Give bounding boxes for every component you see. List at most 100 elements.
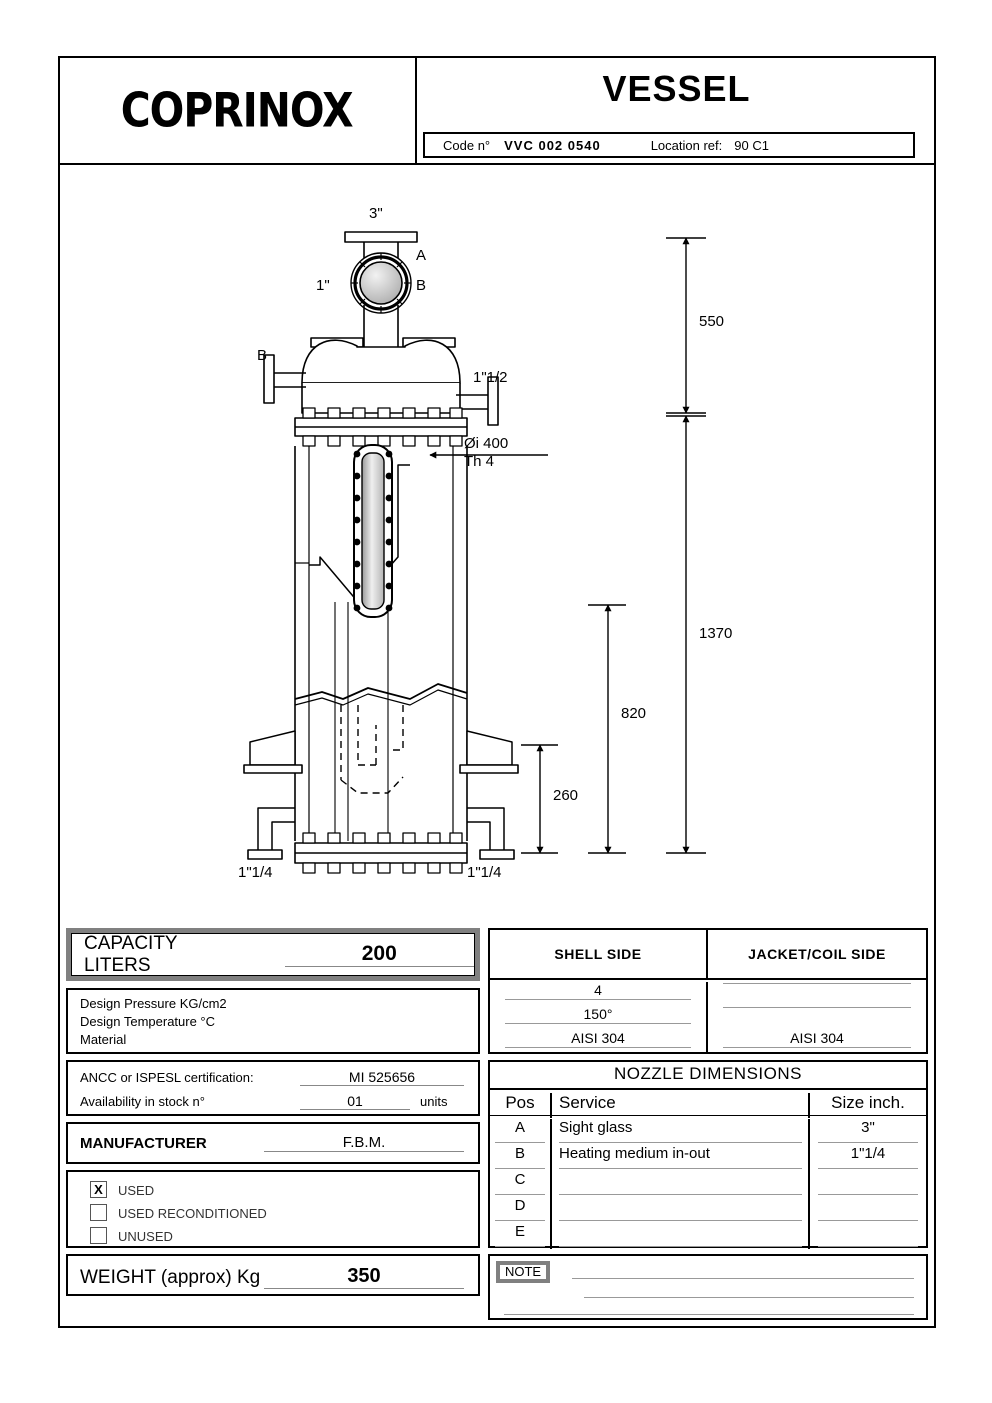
weight-label: WEIGHT (approx) Kg <box>80 1267 261 1288</box>
nozzle-pos: D <box>495 1197 545 1221</box>
certification-box: ANCC or ISPESL certification: MI 525656 … <box>66 1060 480 1116</box>
nozzle-service: Sight glass <box>559 1119 802 1143</box>
nozzle-service <box>559 1171 802 1195</box>
label-nozzle-a: A <box>416 247 427 264</box>
sheet-frame <box>58 56 936 1328</box>
table-row: C <box>490 1171 926 1197</box>
location-value: 90 C1 <box>734 137 769 153</box>
title-block-header <box>58 56 936 165</box>
design-temperature-label: Design Temperature °C <box>80 1014 216 1029</box>
material-label: Material <box>80 1032 127 1047</box>
column-header-service: Service <box>552 1093 810 1118</box>
manufacturer-label: MANUFACTURER <box>80 1135 207 1152</box>
label-size-1in: 1" <box>316 277 330 294</box>
design-conditions-box: Design Pressure KG/cm2 Design Temperatur… <box>66 988 480 1054</box>
stock-units-label: units <box>420 1094 448 1109</box>
shell-temperature-value: 150° <box>505 1006 691 1024</box>
label-thickness: Th 4 <box>464 453 495 470</box>
dimension-550: 550 <box>699 313 725 330</box>
shell-material-value: AISI 304 <box>505 1030 691 1048</box>
shell-material-cell: AISI 304 <box>490 1030 708 1054</box>
note-line-1[interactable] <box>572 1278 914 1279</box>
nozzle-size: 1"1/4 <box>818 1145 918 1169</box>
design-pressure-label: Design Pressure KG/cm2 <box>80 996 227 1011</box>
code-label: Code n° <box>443 137 491 153</box>
jacket-side-header: JACKET/COIL SIDE <box>708 930 926 980</box>
certification-value: MI 525656 <box>300 1069 464 1086</box>
label-diameter: Øi 400 <box>464 435 509 452</box>
stock-value: 01 <box>300 1093 410 1110</box>
vessel-drawing: 3" A B 1" B 1"1/2 Øi 400 Th 4 1"1/4 1"1/… <box>58 165 936 920</box>
nozzle-table-header: Pos Service Size inch. <box>490 1088 926 1118</box>
column-header-pos: Pos <box>490 1093 552 1118</box>
nozzle-pos: C <box>495 1171 545 1195</box>
manufacturer-value: F.B.M. <box>264 1134 464 1152</box>
vessel-svg <box>243 231 706 874</box>
nozzle-pos: E <box>495 1223 545 1247</box>
checkbox-used-reconditioned-label: USED RECONDITIONED <box>118 1206 267 1221</box>
nozzle-size <box>818 1197 918 1221</box>
nozzle-dimensions-table: NOZZLE DIMENSIONS Pos Service Size inch.… <box>488 1060 928 1249</box>
weight-box: WEIGHT (approx) Kg 350 <box>66 1254 480 1296</box>
code-value: VVC 002 0540 <box>504 137 601 153</box>
column-header-size: Size inch. <box>831 1093 905 1112</box>
specification-tables: CAPACITY LITERS 200 Design Pressure KG/c… <box>58 920 936 1328</box>
capacity-box: CAPACITY LITERS 200 <box>66 928 480 981</box>
nozzle-size: 3" <box>818 1119 918 1143</box>
label-size-1in12: 1"1/2 <box>473 369 508 386</box>
shell-temperature-cell: 150° <box>490 1006 708 1030</box>
location-label: Location ref: <box>650 137 723 153</box>
dimension-820: 820 <box>621 705 647 722</box>
note-box: NOTE <box>488 1254 928 1320</box>
dimension-260: 260 <box>553 787 579 804</box>
label-nozzle-b-top: B <box>416 277 427 294</box>
weight-value: 350 <box>264 1265 464 1289</box>
nozzle-size <box>818 1223 918 1247</box>
stock-label: Availability in stock n° <box>80 1094 205 1109</box>
note-tag: NOTE <box>496 1261 550 1283</box>
checkbox-used[interactable]: X <box>90 1181 107 1198</box>
jacket-pressure-value <box>723 982 911 984</box>
label-nozzle-b-left: B <box>257 347 268 364</box>
condition-box: X USED USED RECONDITIONED UNUSED <box>66 1170 480 1248</box>
nozzle-service: Heating medium in-out <box>559 1145 802 1169</box>
capacity-value: 200 <box>284 942 474 967</box>
checkbox-used-reconditioned[interactable] <box>90 1204 107 1221</box>
table-row: B Heating medium in-out 1"1/4 <box>490 1145 926 1171</box>
code-strip: Code n° VVC 002 0540 Location ref: 90 C1 <box>423 132 915 158</box>
shell-pressure-cell: 4 <box>490 982 708 1006</box>
nozzle-table-title: NOZZLE DIMENSIONS <box>614 1064 802 1083</box>
label-bottom-left-size: 1"1/4 <box>238 864 273 881</box>
label-top-nozzle-size: 3" <box>369 205 383 222</box>
table-row: E <box>490 1223 926 1249</box>
shell-side-header: SHELL SIDE <box>490 930 708 980</box>
coprinox-logo: COPRINOX <box>120 83 354 138</box>
logo-cell: COPRINOX <box>58 56 417 165</box>
page-title: VESSEL <box>602 68 751 109</box>
certification-label: ANCC or ISPESL certification: <box>80 1070 254 1085</box>
checkbox-unused-label: UNUSED <box>118 1229 173 1244</box>
title-cell: VESSEL Code n° VVC 002 0540 Location ref… <box>417 56 936 165</box>
note-line-2[interactable] <box>584 1297 914 1298</box>
nozzle-service <box>559 1223 802 1247</box>
nozzle-size <box>818 1171 918 1195</box>
shell-pressure-value: 4 <box>505 982 691 1000</box>
side-conditions-table: SHELL SIDE JACKET/COIL SIDE 4 150° AISI … <box>488 928 928 1054</box>
checkbox-unused[interactable] <box>90 1227 107 1244</box>
note-line-3[interactable] <box>504 1314 914 1315</box>
dimension-1370: 1370 <box>699 625 733 642</box>
jacket-pressure-cell <box>708 982 926 1006</box>
label-bottom-right-size: 1"1/4 <box>467 864 502 881</box>
jacket-material-value: AISI 304 <box>723 1030 911 1048</box>
table-row: A Sight glass 3" <box>490 1119 926 1145</box>
nozzle-pos: A <box>495 1119 545 1143</box>
nozzle-pos: B <box>495 1145 545 1169</box>
manufacturer-box: MANUFACTURER F.B.M. <box>66 1122 480 1164</box>
jacket-material-cell: AISI 304 <box>708 1030 926 1054</box>
table-row: D <box>490 1197 926 1223</box>
capacity-label: CAPACITY LITERS <box>84 932 178 976</box>
jacket-temperature-cell <box>708 1006 926 1030</box>
jacket-temperature-value <box>723 1006 911 1008</box>
nozzle-service <box>559 1197 802 1221</box>
